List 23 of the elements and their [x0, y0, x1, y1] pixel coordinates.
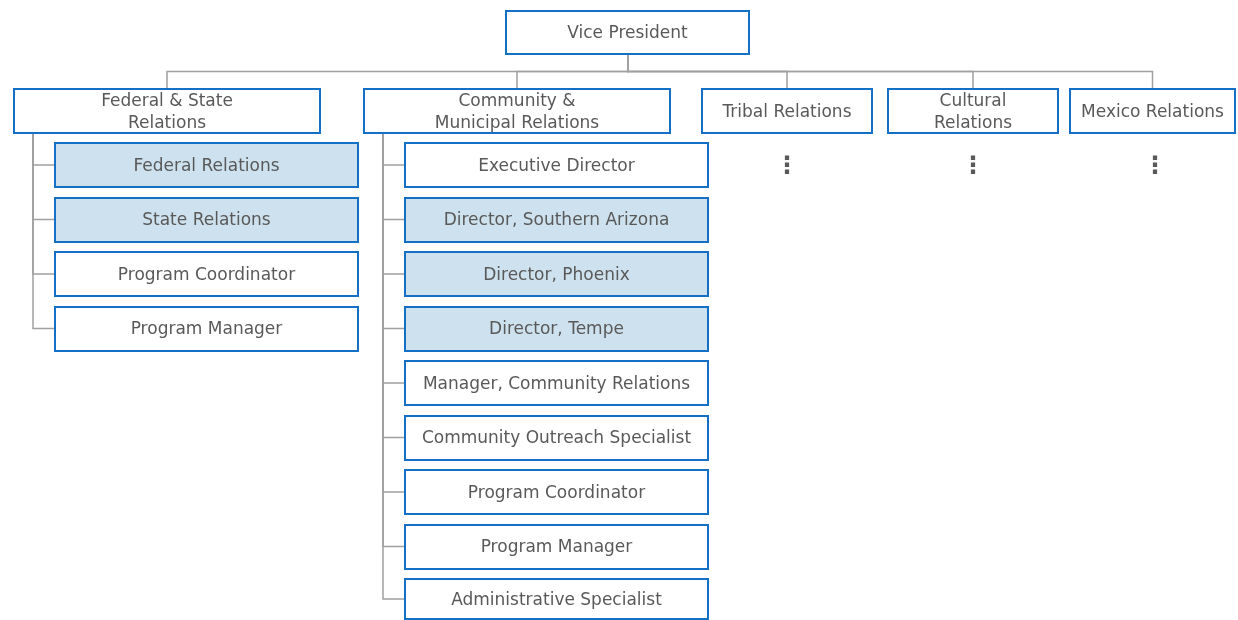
org-box: Federal Relations: [54, 142, 359, 188]
org-box: Program Coordinator: [404, 469, 709, 515]
org-box: Federal & State Relations: [13, 88, 321, 134]
connector-line: [32, 133, 55, 330]
org-box: Program Coordinator: [54, 251, 359, 297]
org-box: Community Outreach Specialist: [404, 414, 709, 461]
org-box: Community & Municipal Relations: [363, 88, 671, 134]
org-box: Vice President: [505, 10, 750, 55]
org-box: Director, Tempe: [404, 305, 709, 352]
org-box: Administrative Specialist: [404, 578, 709, 620]
org-box: State Relations: [54, 196, 359, 243]
org-box: Tribal Relations: [701, 88, 873, 134]
org-box: Director, Southern Arizona: [404, 196, 709, 243]
ellipsis-mark: ⋮: [1143, 153, 1167, 177]
org-box: Cultural Relations: [887, 88, 1059, 134]
org-box: Mexico Relations: [1069, 88, 1236, 134]
org-box: Director, Phoenix: [404, 251, 709, 297]
org-box: Program Manager: [54, 305, 359, 352]
org-box: Manager, Community Relations: [404, 360, 709, 406]
ellipsis-mark: ⋮: [961, 153, 985, 177]
org-box: Program Manager: [404, 523, 709, 570]
org-box: Executive Director: [404, 142, 709, 188]
ellipsis-mark: ⋮: [775, 153, 799, 177]
